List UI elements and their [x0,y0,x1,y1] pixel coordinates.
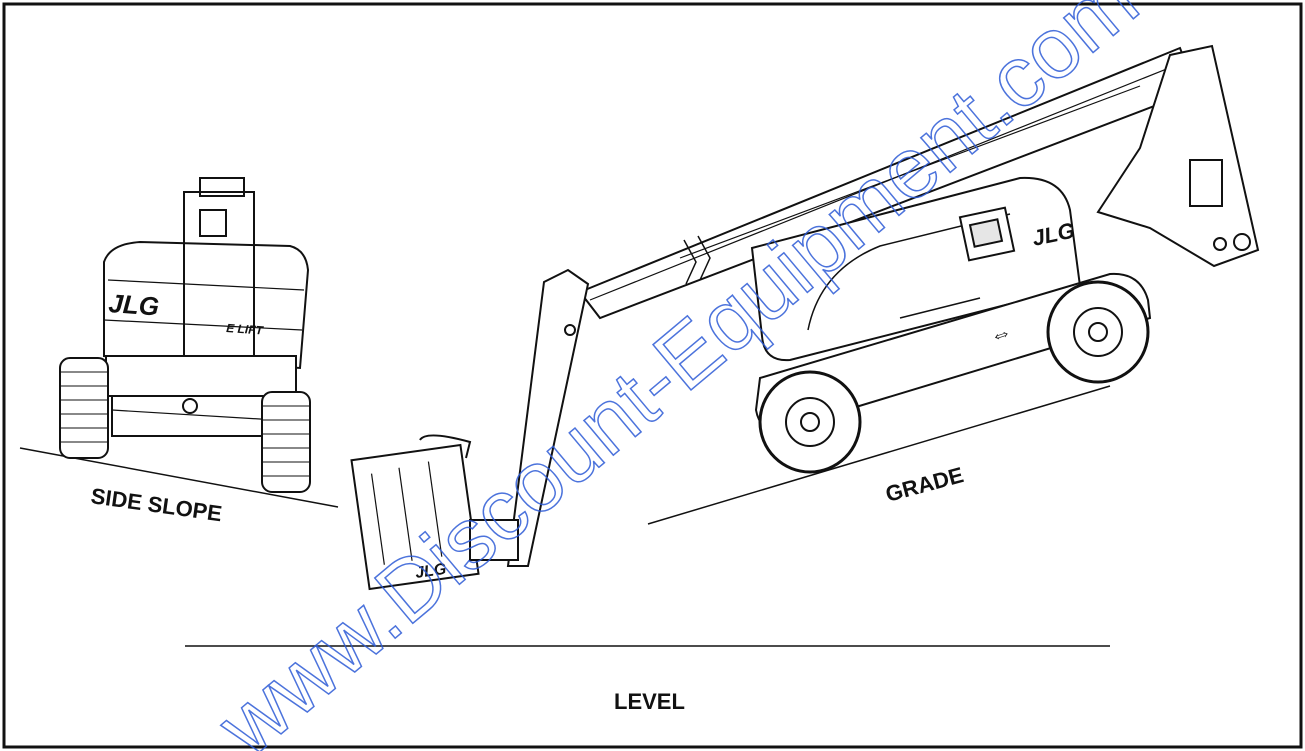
left-tire [59,357,109,459]
level-label: LEVEL [614,689,685,714]
watermark-text: www.Discount-Equipment.com [200,0,1156,751]
side-slope-machine [19,177,339,508]
right-tire [261,391,311,493]
grade-machine [350,44,1260,591]
side-slope-label: SIDE SLOPE [89,483,223,526]
side-logo-model: E LIFT [226,321,265,338]
grade-label: GRADE [883,462,966,507]
grade-ground-line [647,385,1111,525]
boom-head [1096,44,1260,268]
turntable-cover [103,240,310,370]
platform-logo-brand: JLG [414,561,447,582]
lower-boom [506,268,590,567]
chassis [105,355,297,397]
side-logo-brand: JLG [108,288,161,321]
